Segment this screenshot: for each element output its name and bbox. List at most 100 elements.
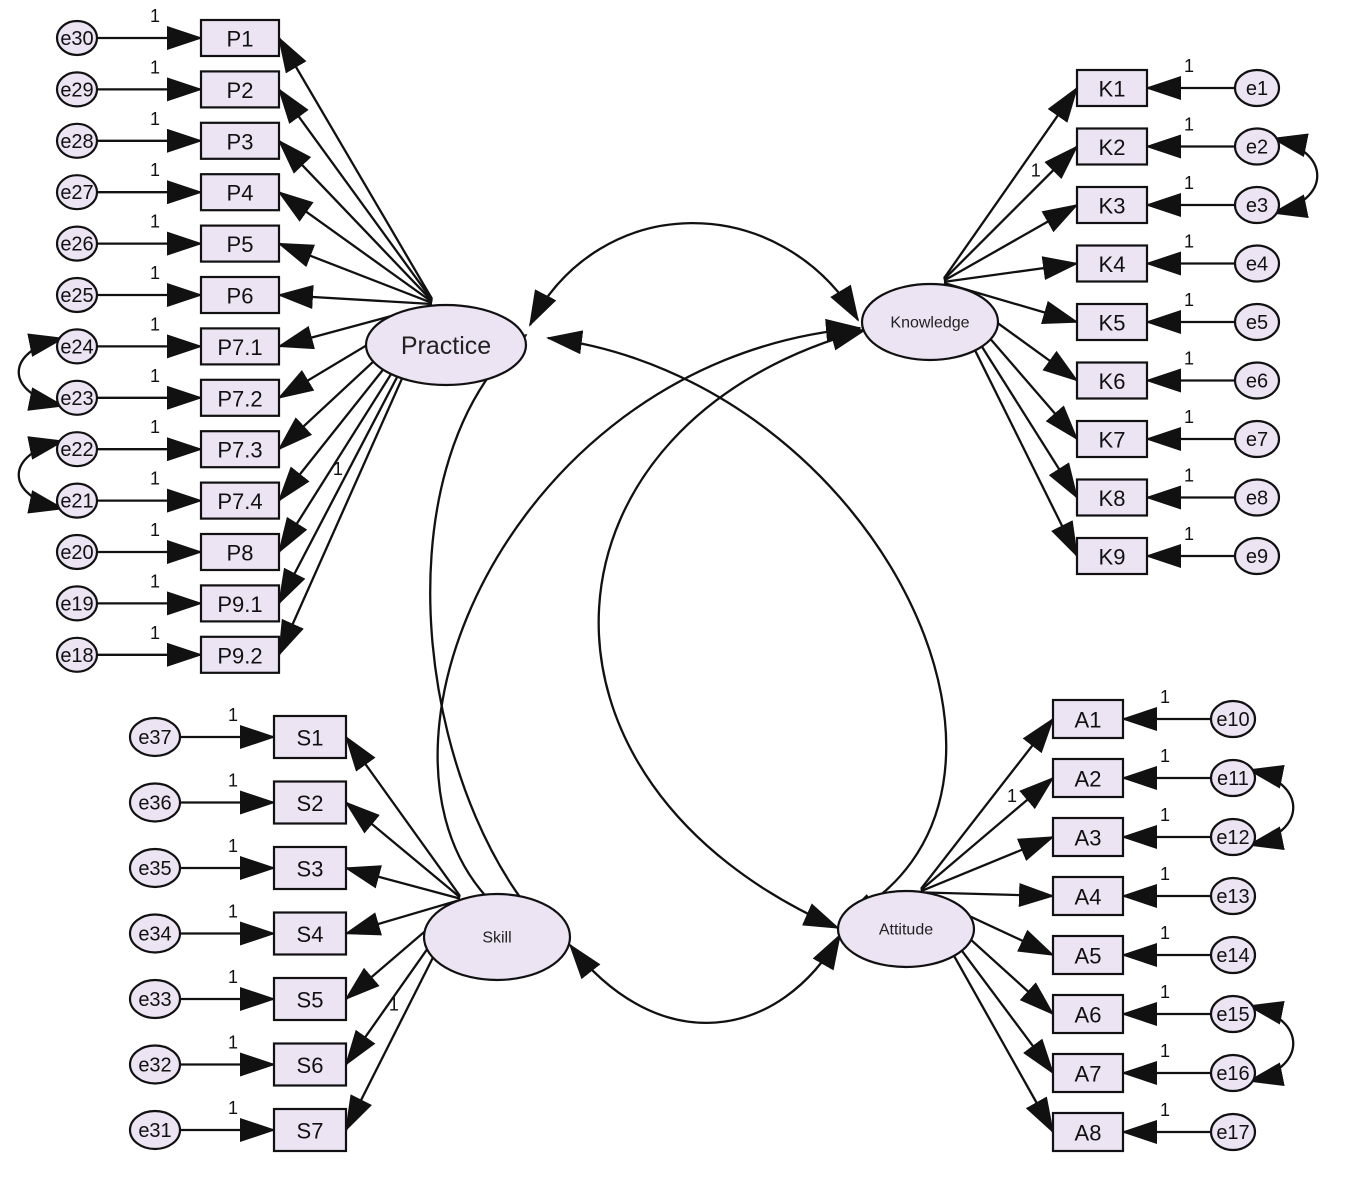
error-label-e29: e29 [60, 79, 93, 101]
error-path-label-e33: 1 [228, 967, 238, 987]
error-path-label-e34: 1 [228, 902, 238, 922]
error-label-e18: e18 [60, 645, 93, 667]
indicator-box-k6 [1075, 361, 1149, 400]
indicator-label-p7-2: P7.2 [217, 386, 262, 411]
indicator-box-a1 [1051, 698, 1125, 740]
error-path-label-e17: 1 [1160, 1100, 1170, 1120]
indicator-label-a3: A3 [1075, 826, 1102, 851]
loading-a3 [920, 835, 1055, 893]
error-path-label-e31: 1 [228, 1098, 238, 1118]
error-node-e20 [55, 533, 99, 571]
error-covariance-e2-e3 [1271, 133, 1319, 218]
indicator-label-p9-1: P9.1 [217, 592, 262, 617]
error-covariance-e11-e12 [1247, 765, 1295, 850]
indicator-box-p7-4 [199, 481, 281, 520]
error-node-e33 [128, 978, 182, 1020]
error-label-e12: e12 [1216, 827, 1249, 849]
error-path-label-e3: 1 [1184, 173, 1194, 193]
error-node-e36 [128, 782, 182, 823]
error-node-e14 [1209, 935, 1257, 975]
indicator-label-p6: P6 [227, 284, 254, 309]
indicator-label-p5: P5 [227, 232, 254, 257]
error-node-e12 [1209, 817, 1257, 857]
fixed-loading-label-k2: 1 [1031, 161, 1041, 181]
indicator-box-p7-2 [199, 378, 281, 417]
indicator-box-a5 [1051, 934, 1125, 976]
error-node-e21 [55, 482, 99, 519]
fixed-loading-label-s6: 1 [389, 994, 399, 1014]
error-path-label-e32: 1 [228, 1033, 238, 1053]
error-node-e31 [128, 1109, 182, 1151]
indicator-box-a7 [1051, 1052, 1125, 1094]
indicator-label-s4: S4 [297, 922, 324, 947]
indicator-label-k9: K9 [1099, 545, 1126, 570]
error-node-e13 [1209, 876, 1257, 916]
indicator-box-p6 [199, 275, 281, 315]
latent-skill [422, 892, 572, 982]
loading-p6 [277, 285, 433, 309]
error-label-e1: e1 [1246, 78, 1268, 100]
error-node-e35 [128, 847, 182, 889]
error-path-label-e11: 1 [1160, 746, 1170, 766]
error-path-label-e9: 1 [1184, 524, 1194, 544]
indicator-label-a7: A7 [1075, 1062, 1102, 1087]
loading-s2 [344, 801, 461, 899]
error-path-label-e6: 1 [1184, 349, 1194, 369]
indicator-label-k5: K5 [1099, 311, 1126, 336]
error-path-label-e30: 1 [150, 6, 160, 26]
indicator-label-k8: K8 [1099, 486, 1126, 511]
error-node-e7 [1233, 419, 1281, 459]
error-path-label-e10: 1 [1160, 687, 1170, 707]
latent-label-skill: Skill [482, 930, 511, 947]
indicator-box-k3 [1075, 185, 1149, 225]
loading-k4 [943, 256, 1079, 283]
indicator-label-k2: K2 [1099, 135, 1126, 160]
error-label-e2: e2 [1246, 137, 1268, 159]
error-path-label-e26: 1 [150, 212, 160, 232]
indicator-box-p3 [199, 121, 281, 160]
error-path-label-e27: 1 [150, 160, 160, 180]
indicator-box-p7-3 [199, 430, 281, 469]
error-node-e8 [1233, 478, 1281, 517]
error-label-e31: e31 [138, 1120, 171, 1142]
indicator-box-k7 [1075, 419, 1149, 459]
error-label-e33: e33 [138, 989, 171, 1011]
error-path-label-e15: 1 [1160, 982, 1170, 1002]
error-node-e4 [1233, 244, 1281, 283]
error-node-e2 [1233, 127, 1281, 166]
indicator-label-p7-1: P7.1 [217, 335, 262, 360]
indicator-box-s2 [272, 780, 348, 825]
error-node-e11 [1209, 758, 1257, 798]
error-label-e37: e37 [138, 727, 171, 749]
indicator-label-k1: K1 [1099, 77, 1126, 102]
indicator-box-s3 [272, 845, 348, 891]
error-node-e37 [128, 716, 182, 758]
error-path-label-e4: 1 [1184, 232, 1194, 252]
indicator-box-p1 [199, 18, 281, 58]
error-label-e4: e4 [1246, 254, 1268, 276]
error-label-e34: e34 [138, 924, 171, 946]
indicator-box-p8 [199, 532, 281, 572]
indicator-label-a4: A4 [1075, 885, 1102, 910]
error-path-label-e12: 1 [1160, 805, 1170, 825]
loading-k1 [943, 86, 1079, 279]
error-node-e9 [1233, 536, 1281, 576]
loading-p3 [277, 139, 433, 302]
indicator-label-a1: A1 [1075, 708, 1102, 733]
loading-s3 [344, 865, 461, 900]
error-node-e3 [1233, 185, 1281, 225]
error-covariance-e22-e21 [17, 436, 65, 514]
indicator-label-p1: P1 [227, 27, 254, 52]
error-node-e1 [1233, 68, 1281, 108]
error-node-e16 [1209, 1053, 1257, 1093]
error-node-e25 [55, 276, 99, 314]
indicator-box-s1 [272, 714, 348, 760]
error-node-e29 [55, 71, 99, 108]
fixed-loading-label-a2: 1 [1007, 786, 1017, 806]
indicator-label-s3: S3 [297, 857, 324, 882]
indicator-label-k3: K3 [1099, 194, 1126, 219]
indicator-label-p9-2: P9.2 [217, 643, 262, 668]
error-node-e15 [1209, 994, 1257, 1034]
error-label-e30: e30 [60, 28, 93, 50]
error-path-label-e24: 1 [150, 314, 160, 334]
